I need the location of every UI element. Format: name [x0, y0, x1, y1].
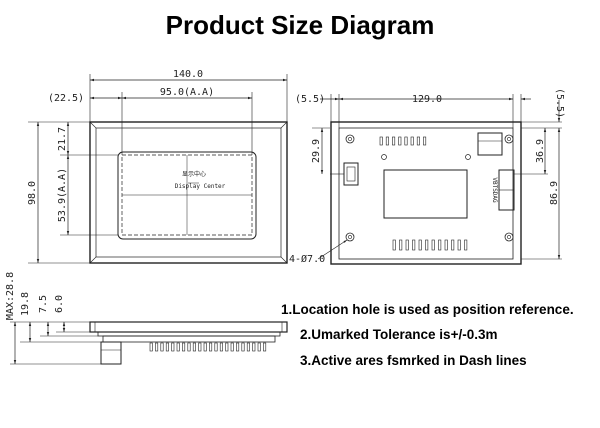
dim-active-width: 95.0(A.A) [160, 87, 214, 98]
dim-front-width: 140.0 [173, 69, 203, 80]
vent-slot [219, 342, 223, 352]
front-view [28, 74, 288, 264]
note-active-area: 3.Active ares fsmrked in Dash lines [300, 353, 527, 368]
vent-slot [165, 342, 169, 352]
vent-slot [246, 342, 250, 352]
vent-slot [416, 136, 420, 146]
side-vent-slots [149, 342, 267, 352]
vent-slot [412, 239, 416, 251]
vent-slot [464, 239, 468, 251]
note-tolerance: 2.Umarked Tolerance is+/-0.3m [300, 327, 498, 342]
back-vent-slots-bottom [392, 239, 468, 251]
vent-slot [149, 342, 153, 352]
page-title: Product Size Diagram [165, 10, 435, 40]
vent-slot [385, 136, 389, 146]
dim-side-7: 7.5 [38, 295, 49, 313]
vent-slot [230, 342, 234, 352]
vent-slot [187, 342, 191, 352]
dim-side-19: 19.8 [20, 292, 31, 316]
vent-slot [404, 136, 408, 146]
vent-slot [160, 342, 164, 352]
dim-back-width: 129.0 [412, 94, 442, 105]
dim-back-height: 86.9 [549, 181, 560, 205]
vent-slot [405, 239, 409, 251]
back-view [312, 94, 562, 265]
dim-back-right-offset: (5.5) [554, 88, 565, 118]
vent-slot [214, 342, 218, 352]
vent-slot [444, 239, 448, 251]
vent-slot [398, 136, 402, 146]
dim-back-slot-offset: 29.9 [311, 139, 322, 163]
vent-slot [203, 342, 207, 352]
vent-slot [451, 239, 455, 251]
vent-slot [171, 342, 175, 352]
dim-side-6: 6.0 [54, 295, 65, 313]
vent-slot [225, 342, 229, 352]
back-vent-slots-top [379, 136, 427, 146]
vent-slot [418, 239, 422, 251]
vent-slot [431, 239, 435, 251]
vent-slot [423, 136, 427, 146]
dim-front-height: 98.0 [27, 181, 38, 205]
dim-active-height: 53.9(A.A) [57, 168, 68, 222]
vent-slot [438, 239, 442, 251]
vent-slot [192, 342, 196, 352]
vent-slot [425, 239, 429, 251]
vent-slot [241, 342, 245, 352]
vent-slot [399, 239, 403, 251]
vent-slot [252, 342, 256, 352]
side-view [10, 321, 288, 365]
vent-slot [182, 342, 186, 352]
dim-front-left-offset: (22.5) [48, 93, 84, 104]
vent-slot [236, 342, 240, 352]
vent-slot [198, 342, 202, 352]
vent-slot [457, 239, 461, 251]
vent-slot [392, 239, 396, 251]
dim-side-max: MAX:28.8 [5, 272, 16, 320]
vent-slot [155, 342, 159, 352]
center-label-en: Display Center [175, 183, 226, 190]
vent-slot [410, 136, 414, 146]
dim-active-top-offset: 21.7 [57, 127, 68, 151]
vent-slot [209, 342, 213, 352]
dim-back-left-offset: (5.5) [295, 94, 325, 105]
center-label-cn: 显示中心 [182, 170, 206, 178]
note-location-hole: 1.Location hole is used as position refe… [281, 302, 574, 317]
vent-slot [176, 342, 180, 352]
dim-hole-label: 4-Ø7.0 [289, 253, 325, 265]
vent-slot [379, 136, 383, 146]
dim-back-connector-offset: 36.9 [535, 139, 546, 163]
vent-slot [392, 136, 396, 146]
vent-slot [257, 342, 261, 352]
vent-slot [263, 342, 267, 352]
connector-pin-labels: VBTSDAG [491, 177, 498, 203]
